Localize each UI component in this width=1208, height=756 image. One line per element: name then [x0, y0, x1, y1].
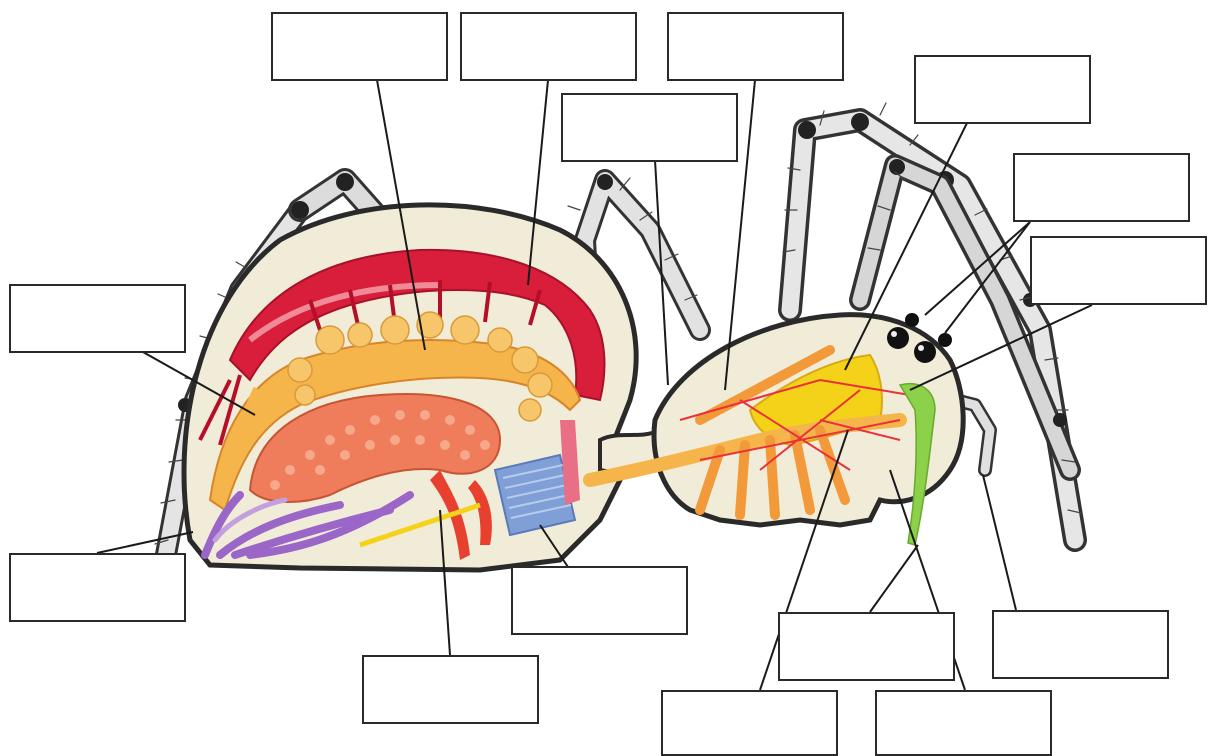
label-box-8[interactable] — [9, 284, 186, 353]
label-box-4[interactable] — [561, 93, 738, 162]
label-box-12[interactable] — [778, 612, 955, 681]
cephalothorax — [590, 313, 963, 545]
label-box-5[interactable] — [914, 55, 1091, 124]
label-box-1[interactable] — [271, 12, 448, 81]
label-box-15[interactable] — [875, 690, 1052, 756]
label-box-2[interactable] — [460, 12, 637, 81]
label-box-11[interactable] — [362, 655, 539, 724]
label-box-14[interactable] — [661, 690, 838, 756]
label-box-7[interactable] — [1030, 236, 1207, 305]
label-box-13[interactable] — [992, 610, 1169, 679]
label-box-6[interactable] — [1013, 153, 1190, 222]
label-box-9[interactable] — [9, 553, 186, 622]
label-box-10[interactable] — [511, 566, 688, 635]
label-box-3[interactable] — [667, 12, 844, 81]
